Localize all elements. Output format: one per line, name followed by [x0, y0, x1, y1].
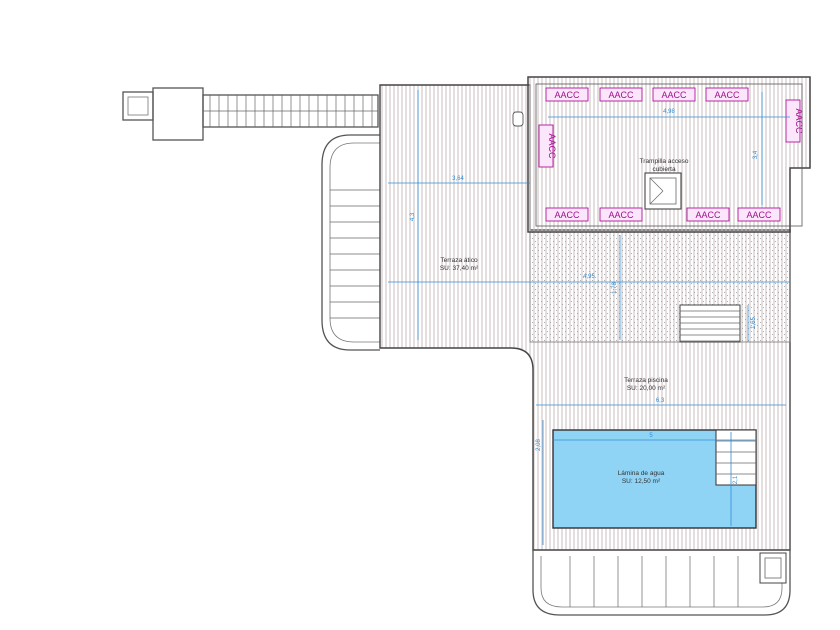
dim-mid-height: 1,78 [612, 282, 618, 294]
interior-stair [679, 304, 741, 343]
svg-text:AACC: AACC [608, 210, 634, 220]
dim-upper-width: 4,98 [663, 109, 675, 115]
gravel-area [529, 229, 791, 343]
aacc-unit: AACC [545, 87, 589, 102]
pool [552, 429, 757, 529]
aacc-unit: AACC [652, 87, 696, 102]
aacc-unit-vertical: AACC [785, 99, 804, 143]
drain-icon [512, 111, 524, 127]
curved-stair [321, 134, 380, 351]
dim-attic-height: 4,3 [410, 212, 416, 221]
pool-terrace-name: Terraza piscina [624, 377, 668, 384]
attic-terrace-name: Terraza ático [440, 257, 478, 264]
pool-terrace-area: SU: 20,00 m² [627, 385, 666, 392]
svg-text:AACC: AACC [547, 133, 557, 159]
svg-text:AACC: AACC [554, 90, 580, 100]
dim-pool-width: 5 [649, 433, 653, 439]
svg-text:AACC: AACC [695, 210, 721, 220]
aacc-unit-vertical: AACC [538, 124, 557, 168]
water-sheet-name: Lámina de agua [618, 470, 665, 477]
attic-terrace-area: SU: 37,40 m² [440, 265, 479, 272]
dim-stair-height: 1,65 [751, 317, 757, 329]
svg-text:AACC: AACC [746, 210, 772, 220]
aacc-unit: AACC [686, 207, 730, 222]
dim-mid-width: 4,95 [583, 274, 595, 280]
dim-pool-terrace-width: 6,3 [656, 398, 665, 404]
aacc-unit: AACC [599, 87, 643, 102]
aacc-unit: AACC [599, 207, 643, 222]
aacc-units: AACC AACC AACC AACC AACC AACC AACC AACC … [538, 87, 804, 222]
roof-hatch [644, 172, 682, 210]
svg-text:AACC: AACC [608, 90, 634, 100]
dim-pool-side-left: 2,08 [536, 439, 542, 451]
dim-upper-height: 3,4 [753, 150, 759, 159]
upper-roof-room [527, 76, 811, 233]
bottom-bench [532, 550, 791, 616]
aacc-unit: AACC [737, 207, 781, 222]
svg-text:AACC: AACC [794, 108, 804, 134]
svg-text:AACC: AACC [554, 210, 580, 220]
aacc-unit: AACC [705, 87, 749, 102]
svg-text:AACC: AACC [661, 90, 687, 100]
hatch-label-line2: cubierta [652, 166, 676, 173]
hatch-label-line1: Trampilla acceso [640, 158, 689, 165]
water-sheet-area: SU: 12,50 m² [622, 478, 661, 485]
dim-attic-width: 3,64 [452, 176, 464, 182]
svg-text:AACC: AACC [714, 90, 740, 100]
entry-walkway [122, 87, 379, 141]
aacc-unit: AACC [545, 207, 589, 222]
dim-pool-side: 2,1 [733, 475, 739, 484]
dimension-lines [388, 90, 790, 545]
